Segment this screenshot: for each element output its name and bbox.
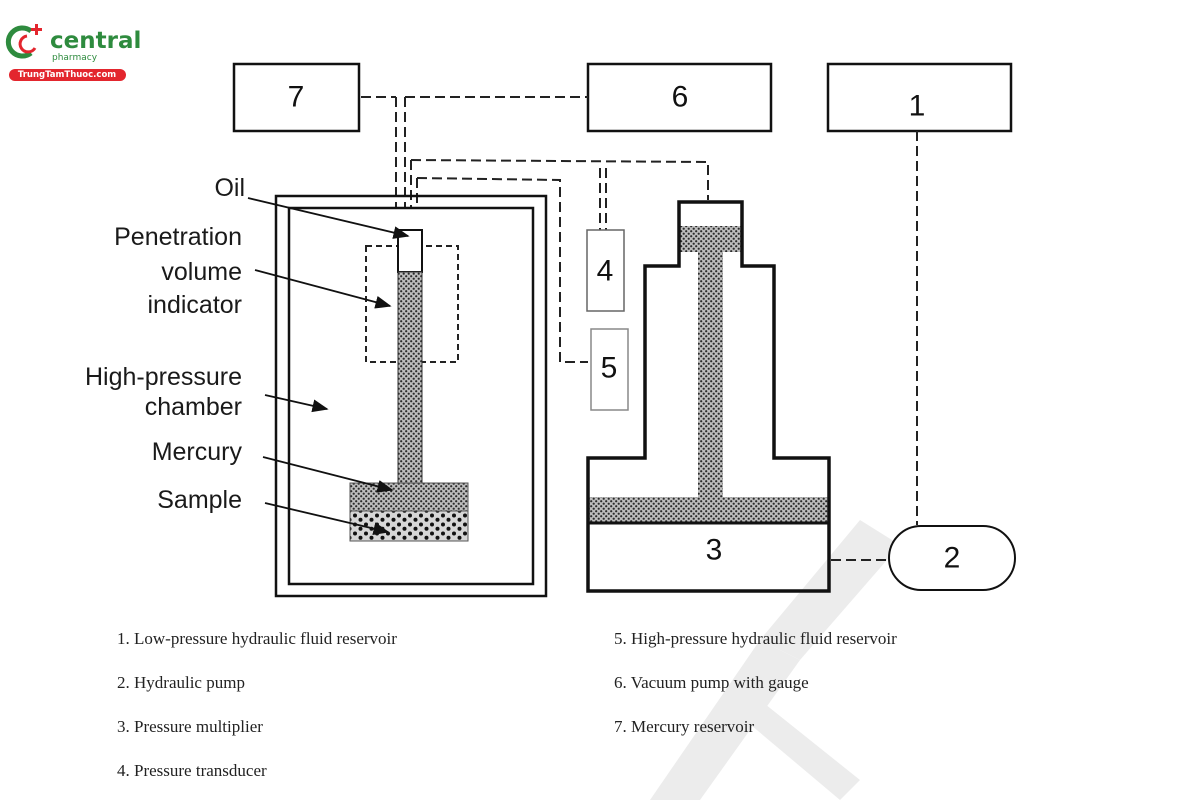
label-penetration-1: Penetration — [114, 223, 242, 251]
logo-url: TrungTamThuoc.com — [18, 70, 116, 80]
oil-cap — [397, 229, 423, 273]
box-2-label: 2 — [944, 542, 961, 575]
label-penetration-3: indicator — [148, 291, 243, 319]
mercury-stem — [397, 271, 423, 486]
pressure-multiplier: 3 — [586, 200, 831, 593]
annotations: Oil Penetration volume indicator High-pr… — [85, 174, 410, 535]
logo-sub: pharmacy — [52, 53, 98, 63]
box-6-label: 6 — [672, 81, 689, 114]
box-1: 1 — [826, 62, 1013, 133]
label-oil: Oil — [214, 174, 245, 202]
legend-item: 2. Hydraulic pump — [117, 673, 245, 692]
box-4-label: 4 — [597, 255, 614, 288]
legend-item: 7. Mercury reservoir — [614, 717, 755, 736]
box-7-label: 7 — [288, 81, 305, 114]
box-2: 2 — [888, 525, 1016, 591]
box-3-label: 3 — [706, 534, 723, 567]
legend-item: 6. Vacuum pump with gauge — [614, 673, 809, 692]
box-1-label: 1 — [909, 90, 926, 123]
label-mercury: Mercury — [152, 438, 243, 466]
logo-brand: central — [50, 28, 141, 54]
legend-item: 4. Pressure transducer — [117, 761, 267, 780]
logo-c-icon — [5, 25, 33, 59]
mercury-bulb — [349, 482, 469, 512]
label-chamber-1: High-pressure — [85, 363, 242, 391]
legend: 1. Low-pressure hydraulic fluid reservoi… — [117, 629, 897, 780]
legend-item: 1. Low-pressure hydraulic fluid reservoi… — [117, 629, 397, 648]
label-penetration-2: volume — [161, 258, 242, 286]
box-5-label: 5 — [601, 352, 618, 385]
box-4: 4 — [586, 229, 625, 312]
sample — [349, 510, 469, 542]
watermark — [650, 520, 900, 800]
box-5: 5 — [590, 328, 629, 411]
box-6: 6 — [586, 62, 773, 133]
label-sample: Sample — [157, 486, 242, 514]
label-chamber-2: chamber — [145, 393, 242, 421]
legend-item: 5. High-pressure hydraulic fluid reservo… — [614, 629, 897, 648]
box-7: 7 — [232, 62, 361, 133]
brand-logo: central pharmacy TrungTamThuoc.com — [5, 24, 141, 81]
legend-item: 3. Pressure multiplier — [117, 717, 263, 736]
